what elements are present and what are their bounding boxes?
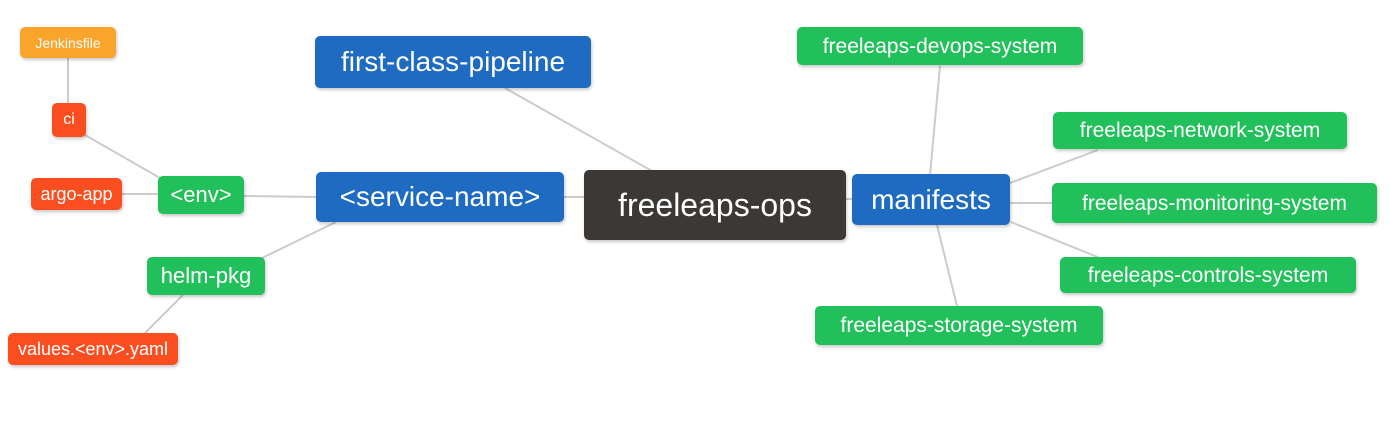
edge-manifests-to-storage-system: [936, 224, 958, 307]
node-label: Jenkinsfile: [35, 34, 101, 51]
edge-manifests-to-devops-system: [929, 65, 941, 176]
edge-service-name-to-helm-pkg: [261, 221, 337, 259]
node-first-class-pipeline[interactable]: first-class-pipeline: [315, 36, 591, 88]
edge-manifests-to-controls-system: [1010, 221, 1101, 259]
node-storage-system[interactable]: freeleaps-storage-system: [815, 306, 1103, 345]
node-label: argo-app: [40, 184, 113, 204]
node-ci[interactable]: ci: [52, 103, 86, 137]
edge-helm-pkg-to-values-env-yaml: [144, 294, 184, 334]
node-label: <env>: [170, 182, 232, 207]
node-label: freeleaps-devops-system: [822, 34, 1058, 58]
edge-first-class-pipeline-to-freeleaps-ops: [504, 87, 653, 172]
node-label: freeleaps-controls-system: [1087, 263, 1329, 287]
node-network-system[interactable]: freeleaps-network-system: [1053, 112, 1347, 149]
edge-env-to-service-name: [243, 195, 317, 198]
edge-ci-to-env: [84, 134, 161, 179]
node-label: manifests: [871, 183, 991, 215]
node-devops-system[interactable]: freeleaps-devops-system: [797, 27, 1083, 65]
node-freeleaps-ops[interactable]: freeleaps-ops: [584, 170, 846, 240]
node-label: freeleaps-monitoring-system: [1082, 191, 1347, 215]
node-label: ci: [63, 111, 75, 128]
node-manifests[interactable]: manifests: [852, 174, 1010, 225]
node-service-name[interactable]: <service-name>: [316, 172, 564, 222]
node-label: freeleaps-storage-system: [840, 314, 1078, 337]
node-values-env-yaml[interactable]: values.<env>.yaml: [8, 333, 178, 365]
node-monitoring-system[interactable]: freeleaps-monitoring-system: [1052, 183, 1377, 223]
node-controls-system[interactable]: freeleaps-controls-system: [1060, 257, 1356, 293]
node-label: freeleaps-network-system: [1079, 119, 1321, 142]
node-label: <service-name>: [339, 181, 541, 212]
node-label: first-class-pipeline: [340, 46, 566, 77]
node-label: values.<env>.yaml: [17, 339, 169, 359]
node-jenkinsfile[interactable]: Jenkinsfile: [20, 27, 116, 58]
node-label: freeleaps-ops: [618, 187, 812, 223]
node-label: helm-pkg: [160, 263, 252, 288]
node-env[interactable]: <env>: [158, 176, 244, 214]
node-helm-pkg[interactable]: helm-pkg: [147, 257, 265, 295]
edge-manifests-to-network-system: [1009, 149, 1099, 184]
node-argo-app[interactable]: argo-app: [31, 178, 122, 210]
